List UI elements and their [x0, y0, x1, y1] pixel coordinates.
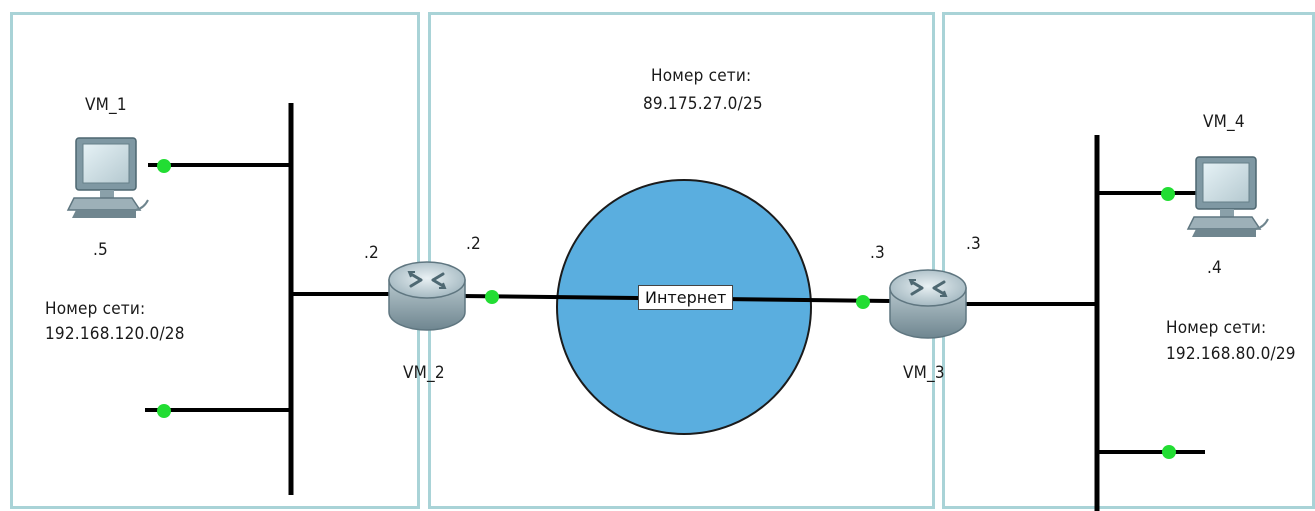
vm4-link-point	[1161, 187, 1175, 201]
vm1-address-label: .5	[93, 240, 108, 260]
vm3-name-label: VM_3	[903, 363, 945, 383]
vm3-wan-link-point	[856, 295, 870, 309]
vm3-wan-address-label: .3	[870, 243, 885, 263]
left-spare-link-point	[157, 404, 171, 418]
vm1-name-label: VM_1	[85, 95, 127, 115]
vm2-name-label: VM_2	[403, 363, 445, 383]
left-network-label: Номер сети:	[45, 299, 146, 319]
vm1-link-point	[157, 159, 171, 173]
vm2-wan-link-point	[485, 290, 499, 304]
vm2-router-icon	[388, 261, 466, 331]
vm2-wan-address-label: .2	[466, 234, 481, 254]
left-network-zone	[10, 12, 420, 509]
vm3-lan-address-label: .3	[966, 234, 981, 254]
middle-network-label: Номер сети:	[651, 66, 752, 86]
vm4-computer-icon	[1186, 156, 1269, 237]
right-network-address: 192.168.80.0/29	[1166, 344, 1296, 364]
right-network-label: Номер сети:	[1166, 318, 1267, 338]
right-spare-link-point	[1162, 445, 1176, 459]
right-network-zone	[942, 12, 1315, 509]
middle-network-address: 89.175.27.0/25	[643, 94, 763, 114]
internet-label: Интернет	[638, 285, 734, 310]
left-network-address: 192.168.120.0/28	[45, 324, 185, 344]
vm1-computer-icon	[66, 137, 149, 218]
vm4-address-label: .4	[1207, 258, 1222, 278]
vm4-name-label: VM_4	[1203, 112, 1245, 132]
vm3-router-icon	[889, 269, 967, 339]
vm2-lan-address-label: .2	[364, 243, 379, 263]
